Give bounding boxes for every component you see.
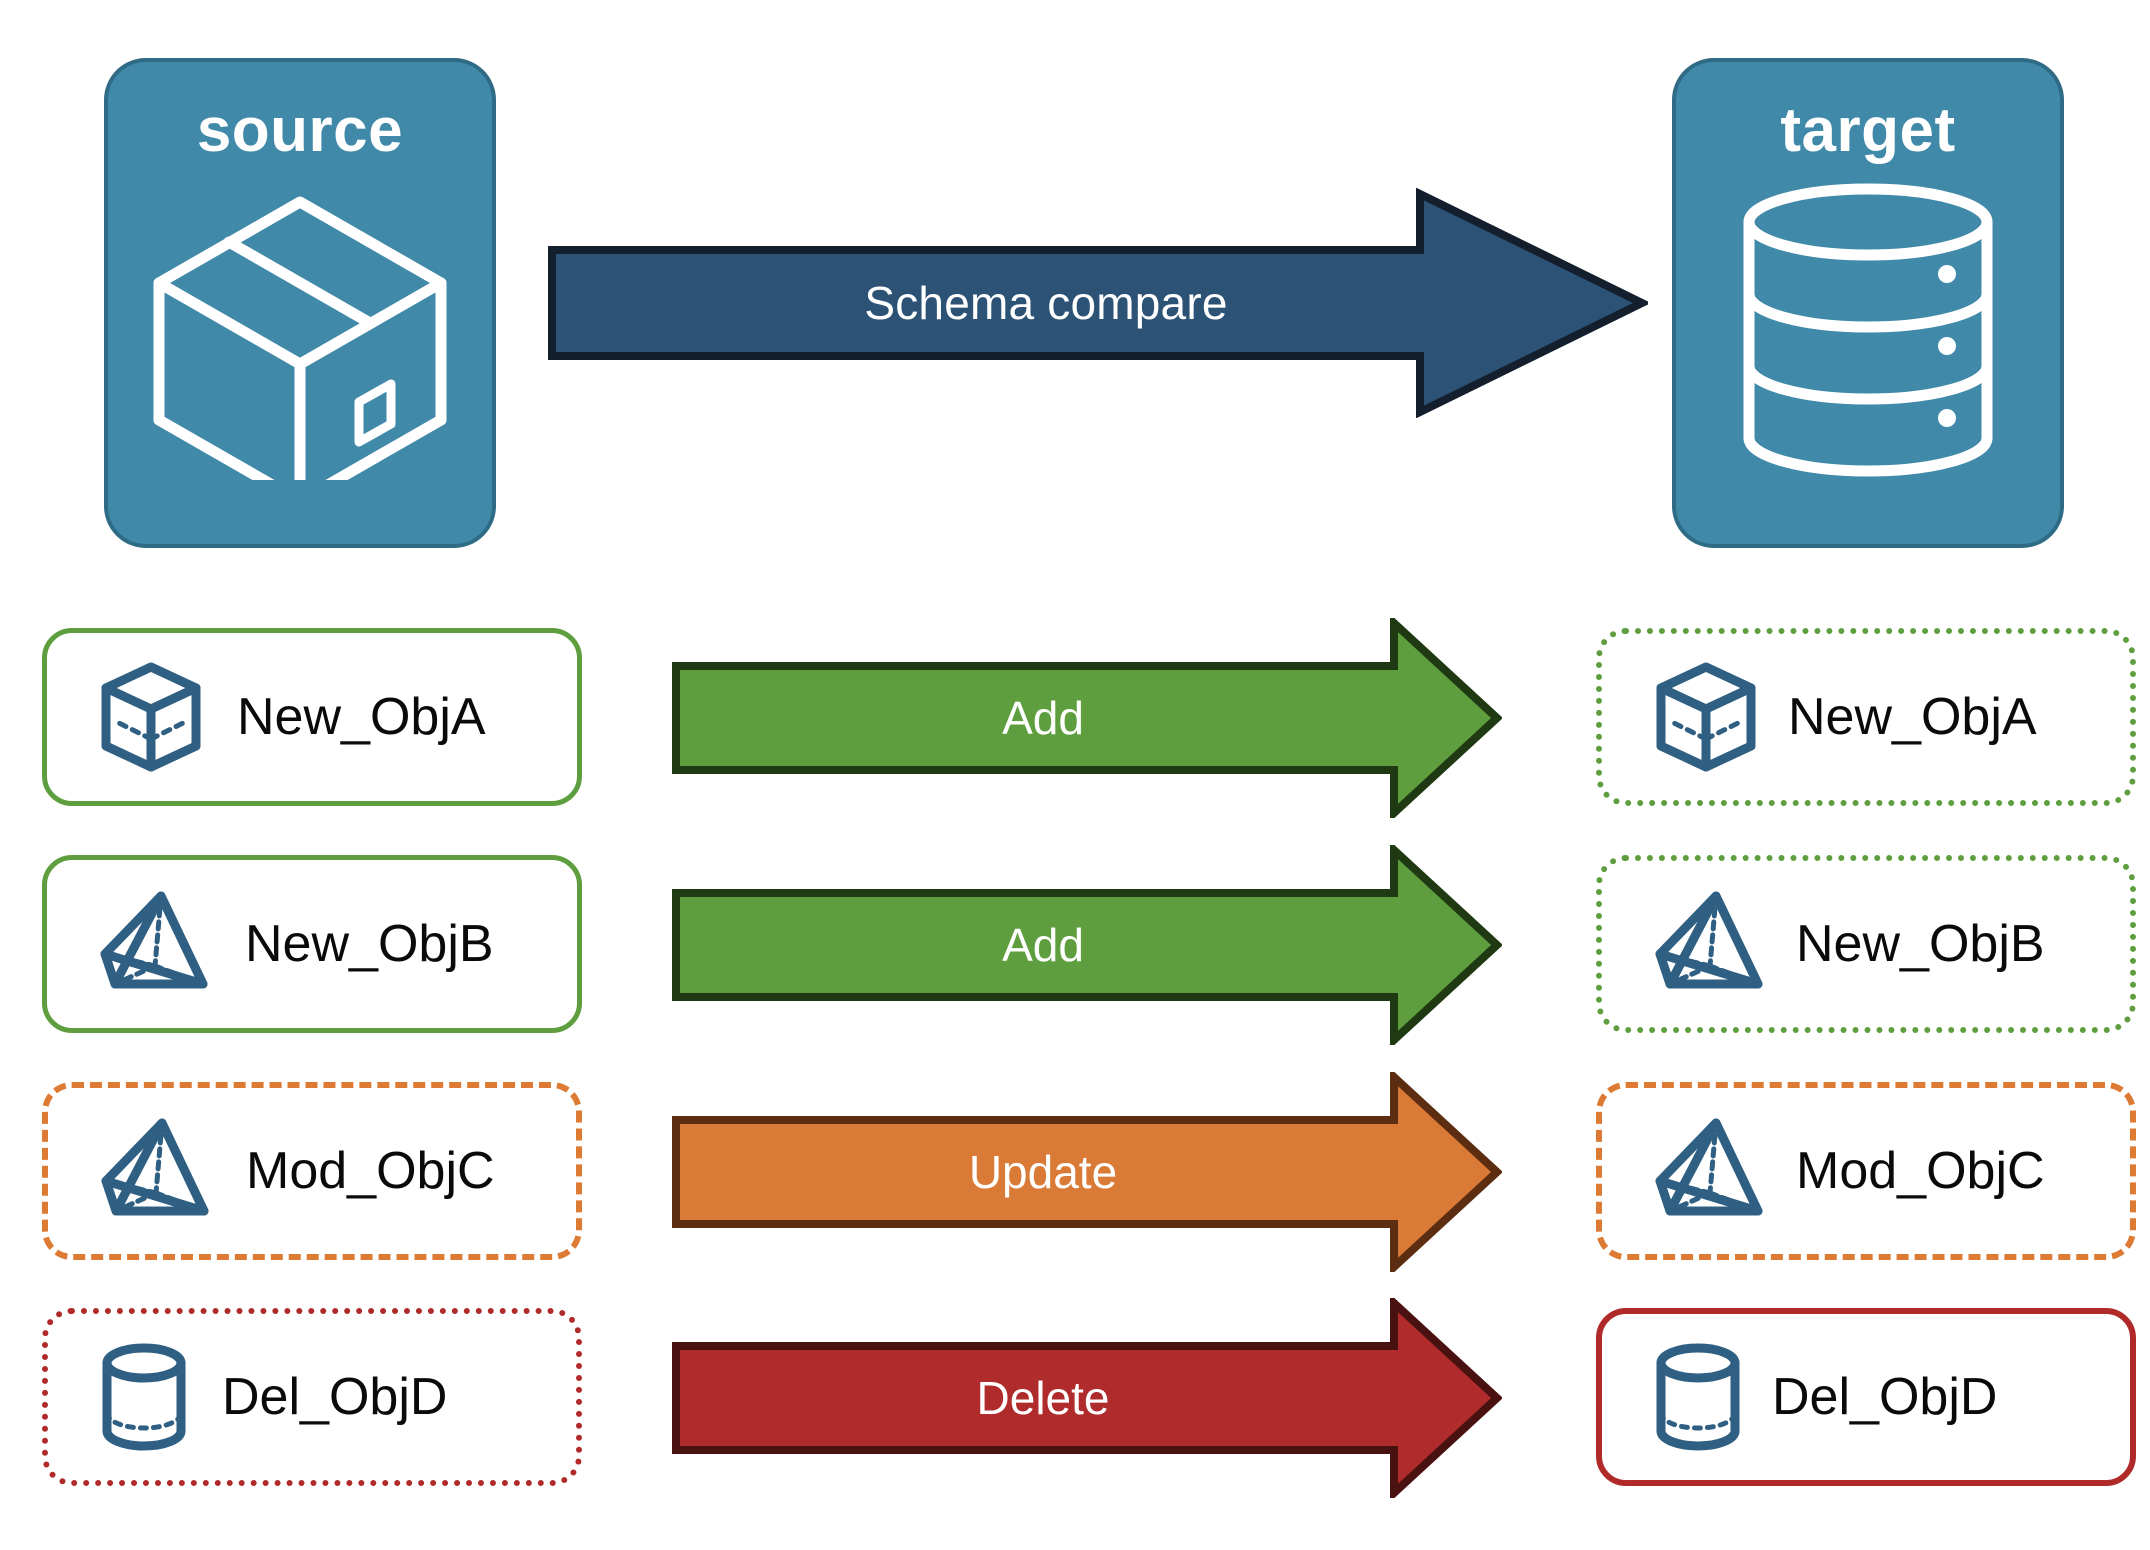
- wireframe-pyramid-icon: [1654, 1115, 1766, 1227]
- right-arrow-icon: [548, 188, 1648, 418]
- database-cylinder-icon: [1733, 180, 2003, 485]
- target-object-label-1: New_ObjB: [1796, 915, 2045, 973]
- right-arrow-icon: [672, 1072, 1502, 1272]
- schema-compare-arrow[interactable]: Schema compare: [548, 188, 1648, 418]
- target-object-label-3: Del_ObjD: [1772, 1368, 1998, 1426]
- right-arrow-icon: [672, 618, 1502, 818]
- source-object-card-0[interactable]: New_ObjA: [42, 628, 582, 806]
- action-arrow-1[interactable]: Add: [672, 845, 1502, 1045]
- action-label-1: Add: [1002, 919, 1084, 971]
- source-title: source: [196, 96, 404, 165]
- target-endpoint-card[interactable]: target: [1672, 58, 2064, 548]
- wireframe-cube-icon: [99, 661, 203, 773]
- right-arrow-icon: [672, 845, 1502, 1045]
- source-object-card-1[interactable]: New_ObjB: [42, 855, 582, 1033]
- wireframe-cylinder-icon: [100, 1341, 188, 1453]
- right-arrow-icon: [672, 1298, 1502, 1498]
- target-title: target: [1780, 96, 1956, 165]
- wireframe-pyramid-icon: [1654, 888, 1766, 1000]
- action-arrow-2[interactable]: Update: [672, 1072, 1502, 1272]
- source-object-label-0: New_ObjA: [237, 688, 486, 746]
- source-object-label-1: New_ObjB: [245, 915, 494, 973]
- action-label-0: Add: [1002, 692, 1084, 744]
- action-label-3: Delete: [976, 1372, 1110, 1424]
- target-object-card-0[interactable]: New_ObjA: [1596, 628, 2136, 806]
- target-object-card-3[interactable]: Del_ObjD: [1596, 1308, 2136, 1486]
- target-object-card-2[interactable]: Mod_ObjC: [1596, 1082, 2136, 1260]
- wireframe-cube-icon: [1654, 661, 1758, 773]
- source-object-label-2: Mod_ObjC: [246, 1142, 495, 1200]
- target-object-label-0: New_ObjA: [1788, 688, 2037, 746]
- action-arrow-0[interactable]: Add: [672, 618, 1502, 818]
- wireframe-pyramid-icon: [100, 1115, 212, 1227]
- wireframe-pyramid-icon: [99, 888, 211, 1000]
- source-endpoint-card[interactable]: source: [104, 58, 496, 548]
- action-arrow-3[interactable]: Delete: [672, 1298, 1502, 1498]
- schema-compare-label: Schema compare: [864, 277, 1228, 329]
- target-object-label-2: Mod_ObjC: [1796, 1142, 2045, 1200]
- action-label-2: Update: [968, 1146, 1118, 1198]
- wireframe-cylinder-icon: [1654, 1341, 1742, 1453]
- target-object-card-1[interactable]: New_ObjB: [1596, 855, 2136, 1033]
- source-object-card-3[interactable]: Del_ObjD: [42, 1308, 582, 1486]
- source-object-label-3: Del_ObjD: [222, 1368, 448, 1426]
- box-cube-icon: [145, 180, 455, 507]
- source-object-card-2[interactable]: Mod_ObjC: [42, 1082, 582, 1260]
